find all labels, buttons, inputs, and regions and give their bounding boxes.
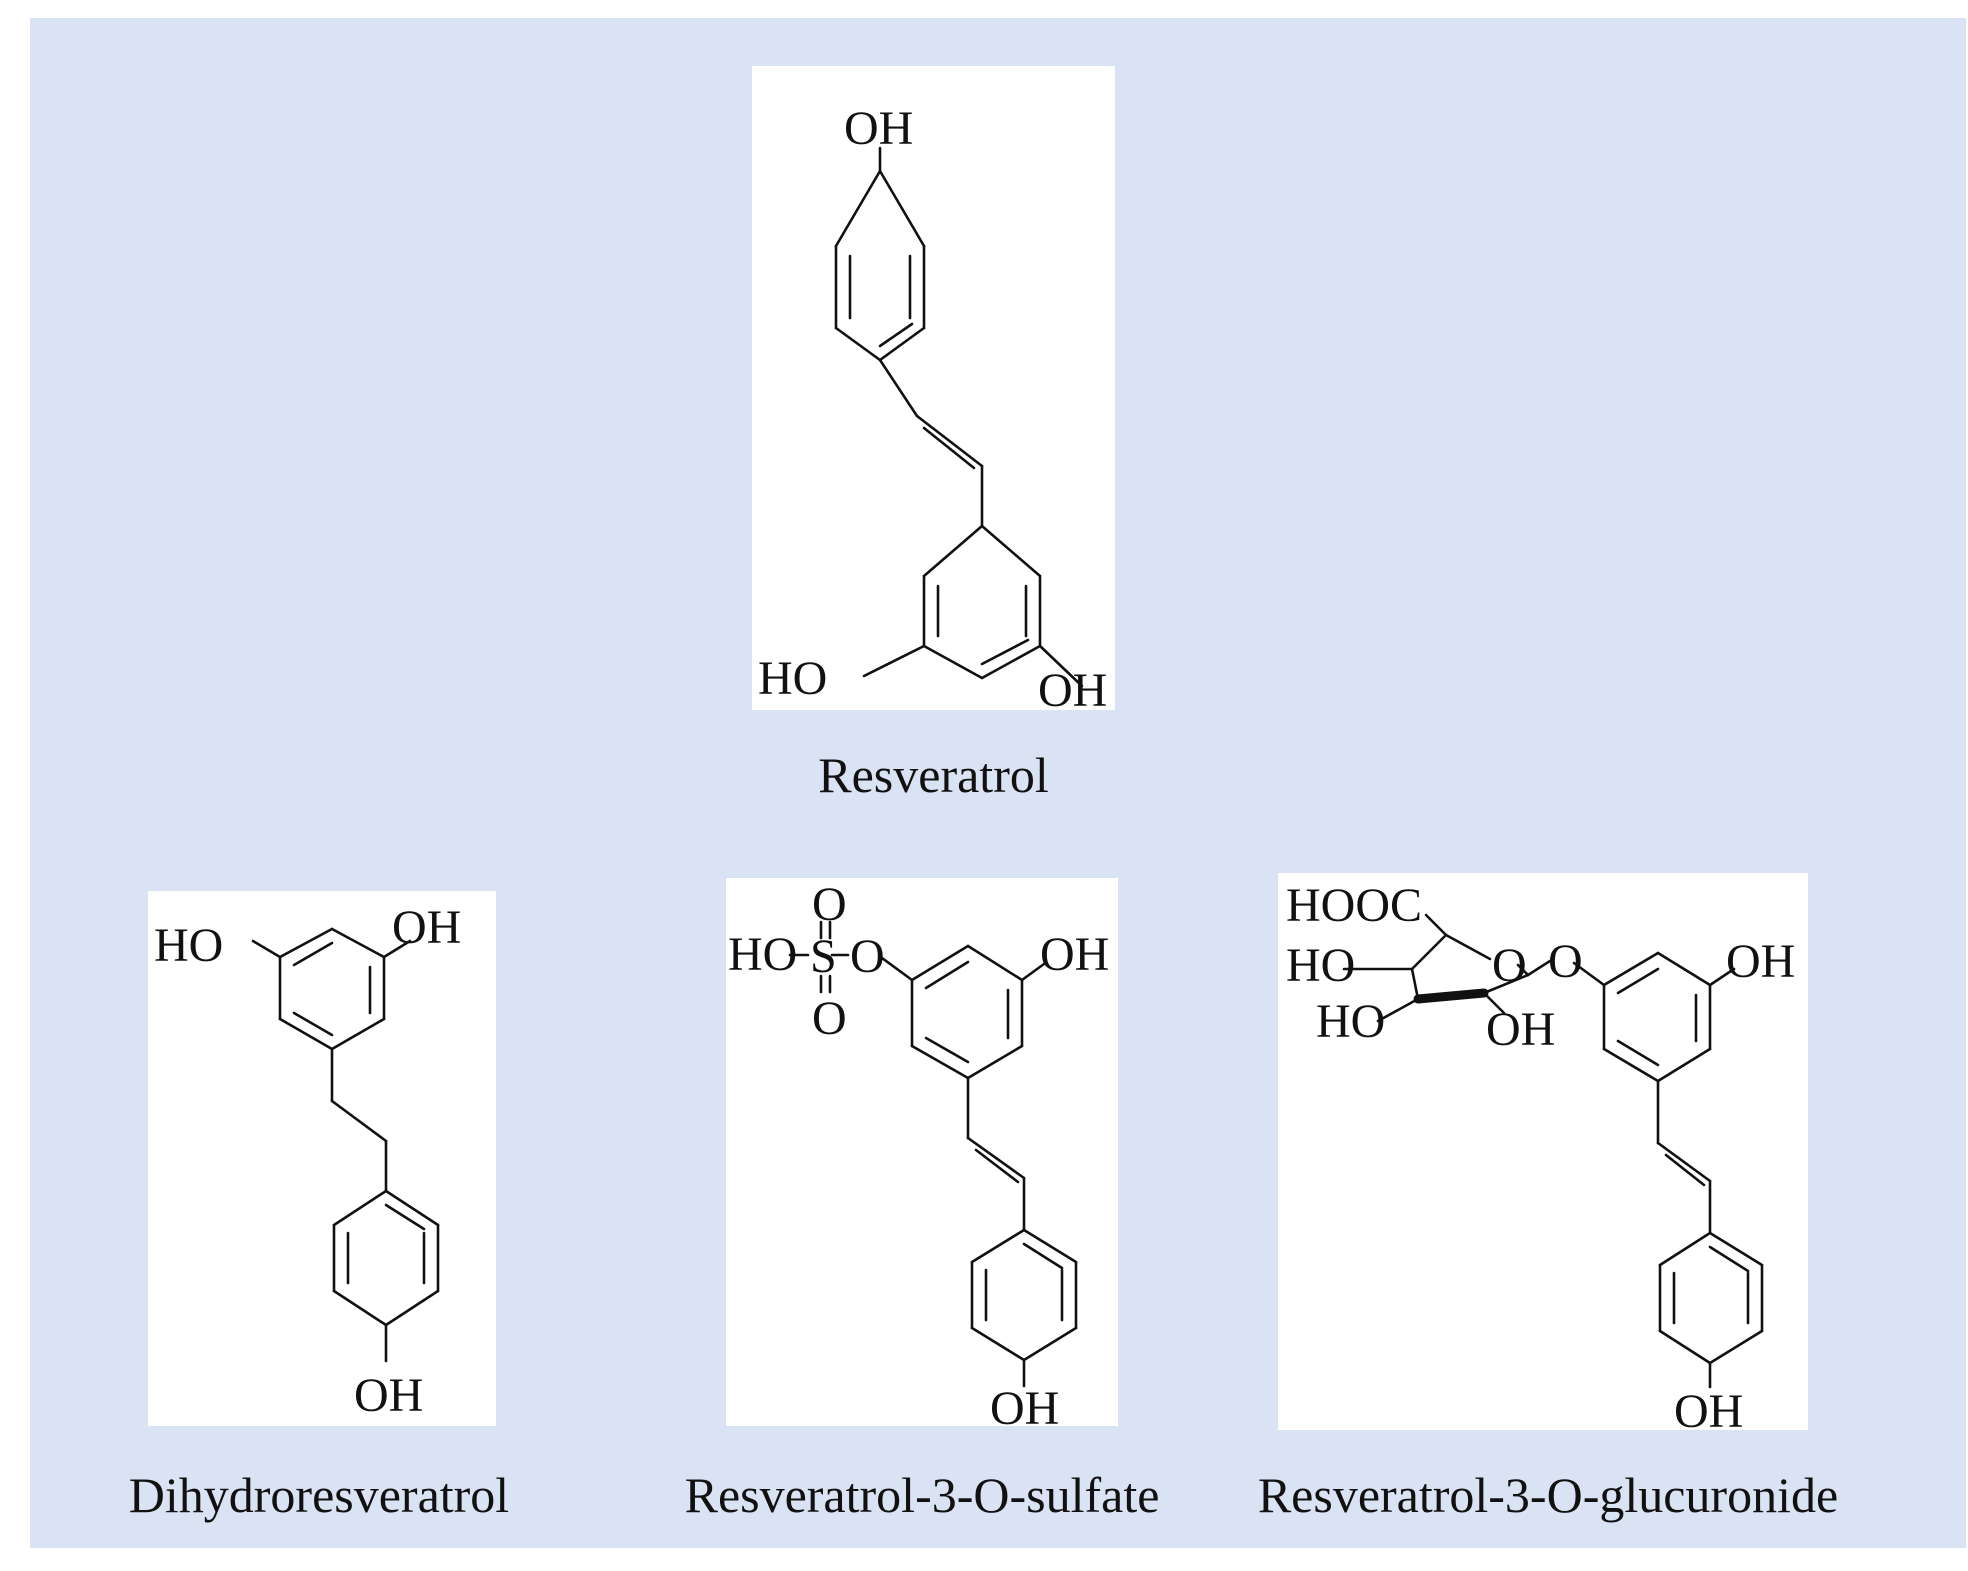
- glucuronide-ho-1: HO: [1286, 939, 1355, 992]
- resveratrol-ho-left: HO: [758, 652, 827, 705]
- resveratrol-glucuronide-caption: Resveratrol-3-O-glucuronide: [1257, 1467, 1839, 1523]
- glucuronide-ho-2: HO: [1316, 995, 1385, 1048]
- sulfate-s: S: [810, 930, 837, 983]
- glucuronide-oh-right: OH: [1726, 935, 1795, 988]
- dihydroresveratrol-structure: HO OH OH: [148, 891, 496, 1426]
- dihydroresveratrol-oh-right: OH: [392, 901, 461, 954]
- resveratrol-sulfate-structure-drawing: HO S O O O: [728, 878, 1109, 1435]
- resveratrol-oh-top: OH: [844, 102, 913, 155]
- sulfate-ho: HO: [728, 928, 797, 981]
- glucuronide-hooc: HOOC: [1286, 879, 1422, 932]
- dihydroresveratrol-ho-left: HO: [154, 919, 223, 972]
- resveratrol-sulfate-structure: HO S O O O: [726, 878, 1118, 1435]
- resveratrol-caption: Resveratrol: [818, 747, 1049, 803]
- sulfate-o-top: O: [812, 878, 847, 931]
- dihydroresveratrol-structure-drawing: HO OH OH: [154, 901, 461, 1422]
- dihydroresveratrol-oh-bottom: OH: [354, 1369, 423, 1422]
- glucuronide-o-ring: O: [1492, 939, 1527, 992]
- sulfate-o-link: O: [850, 930, 885, 983]
- glucuronide-oh-sugar: OH: [1486, 1003, 1555, 1056]
- resveratrol-sulfate-caption: Resveratrol-3-O-sulfate: [684, 1467, 1160, 1523]
- resveratrol-structure-drawing: OH HO OH: [758, 102, 1107, 717]
- resveratrol-structure: OH HO OH: [752, 66, 1115, 717]
- glucuronide-oh-bottom: OH: [1674, 1385, 1743, 1438]
- resveratrol-glucuronide-structure: HOOC HO HO O OH O: [1278, 873, 1808, 1438]
- sulfate-o-bottom: O: [812, 992, 847, 1045]
- resveratrol-oh-right: OH: [1038, 664, 1107, 717]
- resveratrol-glucuronide-structure-drawing: HOOC HO HO O OH O: [1286, 879, 1795, 1438]
- glucuronide-o-link: O: [1548, 935, 1583, 988]
- sulfate-oh-right: OH: [1040, 928, 1109, 981]
- dihydroresveratrol-caption: Dihydroresveratrol: [128, 1467, 510, 1523]
- figure-panel: OH HO OH Resveratrol: [30, 18, 1966, 1548]
- sulfate-oh-bottom: OH: [990, 1382, 1059, 1435]
